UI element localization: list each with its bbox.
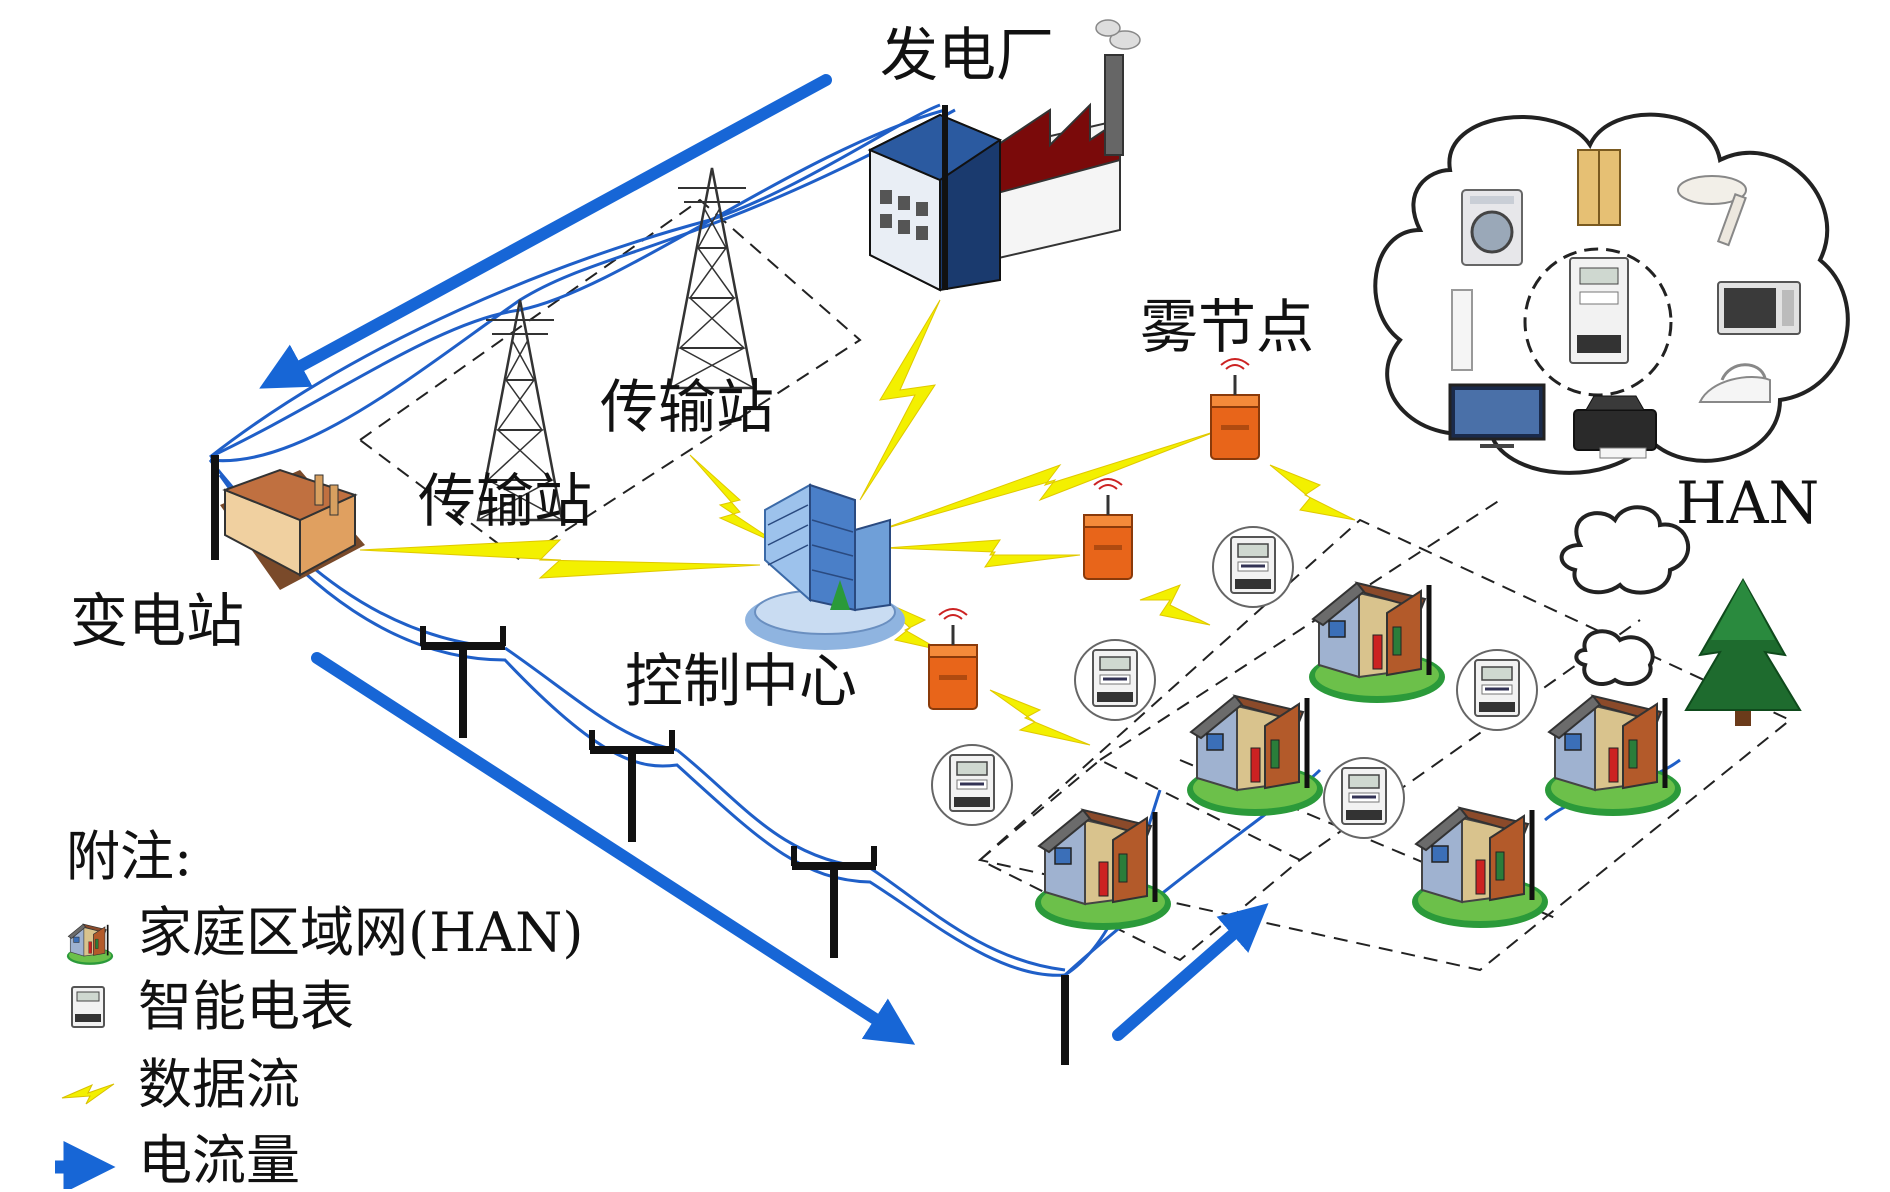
microwave-icon [1717,281,1801,335]
label-fog-node: 雾节点 [1140,293,1315,361]
legend-title: 附注: [66,825,193,888]
iron-icon [1698,363,1771,403]
pole-3 [792,846,876,958]
label-transmission-station-1: 传输站 [418,467,593,535]
house-5 [1412,808,1548,928]
label-power-plant: 发电厂 [880,21,1055,89]
flow-arrow-bottom [311,652,916,1045]
distribution-poles [421,626,1069,1065]
cloud-puff-large [1559,505,1690,595]
han-meter-ring [1523,247,1673,397]
meter-3 [930,743,1014,827]
hair-dryer-icon [1677,175,1747,247]
house-2 [1187,696,1323,816]
current-flow-arrows [259,74,1269,1045]
han-zone-outer [977,518,1792,972]
legend-house-icon [66,923,114,966]
meter-5 [1322,756,1406,840]
air-conditioner-icon [1451,289,1473,371]
meter-4 [1455,648,1539,732]
han-zone-divider [1099,499,1501,761]
fog-node-3 [927,607,979,711]
bolt-fog2-meter [1139,584,1211,626]
bolt-control-fog2 [884,539,1081,568]
bolt-control-fog1 [879,429,1221,531]
pole-1 [421,626,505,738]
control-center-icon [745,483,905,650]
fog-node-2 [1082,477,1134,581]
legend-smart-meter-icon [71,986,105,1028]
pole-2 [590,730,674,842]
printer-icon [1573,395,1657,459]
legend-item-data-flow: 数据流 [138,1053,300,1116]
tree-icon [1684,577,1802,726]
label-han: HAN [1676,469,1820,537]
bolt-fog1-meter [1269,464,1356,521]
bolt-fog3-meter [989,689,1091,746]
transmission-zone [358,198,862,562]
cloud-puff-small [1574,629,1655,686]
tv-icon [1448,383,1546,448]
legend-item-han: 家庭区域网(HAN) [138,901,584,964]
washing-machine-icon [1461,189,1523,266]
flow-arrow-right [1112,903,1269,1041]
substation-icon [211,455,365,590]
han-smart-meter-icon [1569,257,1629,364]
flow-arrow-top [259,74,832,389]
transmission-tower-2 [668,166,756,390]
han-houses [1035,583,1681,930]
house-3 [1035,810,1171,930]
house-1 [1309,583,1445,703]
meter-2 [1073,638,1157,722]
label-control-center: 控制中心 [625,647,858,715]
legend-icons [55,923,116,1189]
appliances [1448,149,1801,459]
label-substation: 变电站 [70,587,245,655]
bolt-plant-control [859,299,941,501]
meter-1 [1211,525,1295,609]
bolt-substation-control [359,539,761,579]
legend-lightning-icon [61,1083,115,1105]
label-transmission-station-2: 传输站 [600,373,775,441]
legend-item-smart-meter: 智能电表 [138,975,354,1038]
legend-item-current-flow: 电流量 [138,1129,300,1192]
fog-node-1 [1209,357,1261,461]
house-4 [1545,696,1681,816]
fridge-icon [1577,149,1621,226]
power-plant-icon [867,19,1141,292]
